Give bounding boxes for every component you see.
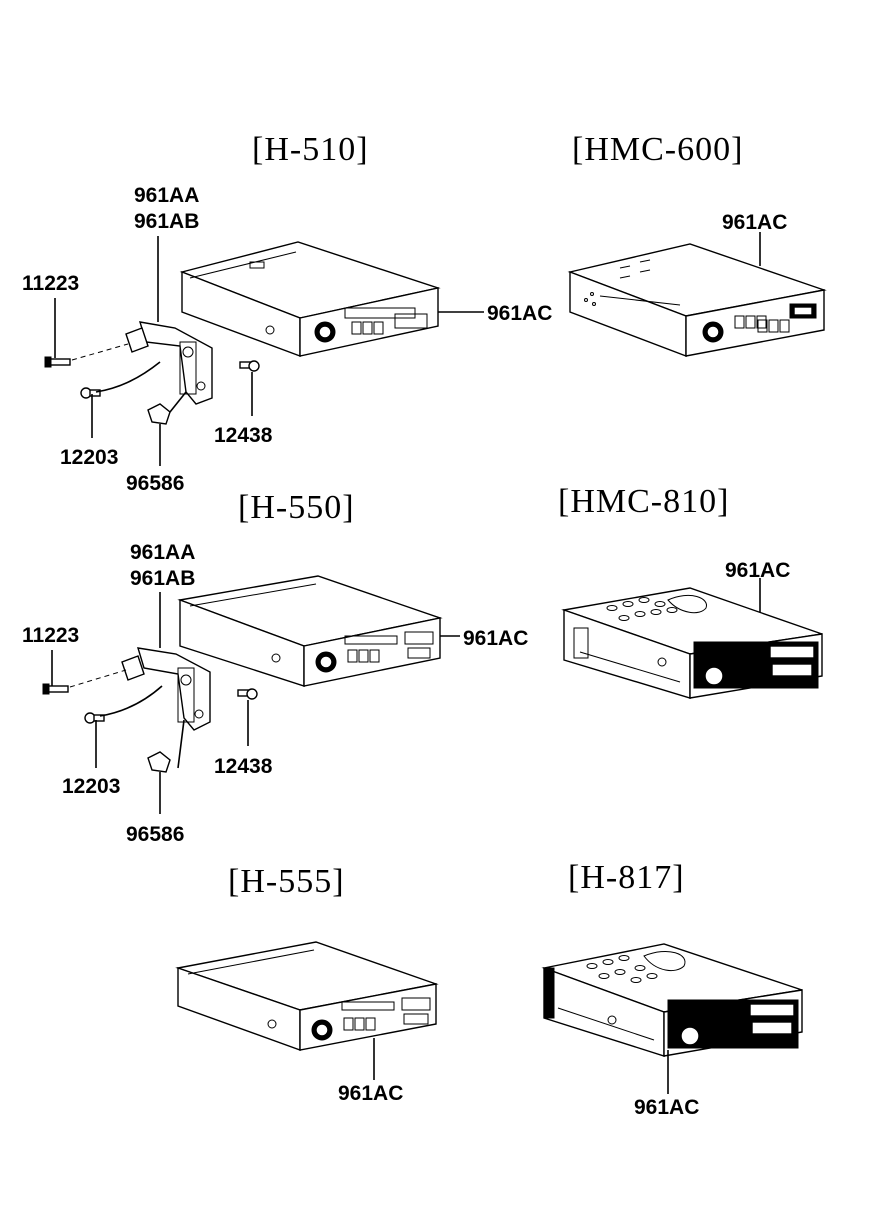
h550-label-96586: 96586 bbox=[126, 823, 184, 846]
h550-screw-11223 bbox=[42, 683, 69, 695]
h550-bracket bbox=[121, 647, 211, 731]
h510-label-961ab: 961AB bbox=[134, 210, 199, 233]
h550-label-11223: 11223 bbox=[22, 624, 79, 647]
h510-label-12203: 12203 bbox=[60, 446, 118, 469]
h817-radio-unit bbox=[541, 943, 803, 1057]
title-h510: [H-510] bbox=[252, 131, 369, 168]
h555-radio-unit bbox=[175, 941, 439, 1051]
hmc810-label-961ac: 961AC bbox=[725, 559, 790, 582]
h510-bracket bbox=[125, 321, 213, 405]
h555-label-961ac: 961AC bbox=[338, 1082, 403, 1105]
h550-label-961aa: 961AA bbox=[130, 541, 195, 564]
h550-label-12438: 12438 bbox=[214, 755, 273, 778]
h550-radio-unit bbox=[177, 575, 443, 687]
title-hmc600: [HMC-600] bbox=[572, 131, 743, 168]
title-h550: [H-550] bbox=[238, 489, 355, 526]
h550-screw-12438 bbox=[237, 688, 258, 700]
title-h817: [H-817] bbox=[568, 859, 685, 896]
h510-screw-12438 bbox=[239, 360, 260, 372]
title-hmc810: [HMC-810] bbox=[558, 483, 729, 520]
hmc600-label-961ac: 961AC bbox=[722, 211, 787, 234]
h510-screw-12203 bbox=[80, 387, 101, 399]
h510-label-96586: 96586 bbox=[126, 472, 184, 495]
h510-label-961aa: 961AA bbox=[134, 184, 199, 207]
h817-label-961ac: 961AC bbox=[634, 1096, 699, 1119]
h550-label-961ab: 961AB bbox=[130, 567, 195, 590]
hmc600-radio-unit bbox=[567, 243, 827, 358]
h550-label-12203: 12203 bbox=[62, 775, 120, 798]
h550-screw-12203 bbox=[84, 712, 105, 724]
h510-label-12438: 12438 bbox=[214, 424, 273, 447]
hmc810-radio-unit bbox=[561, 587, 823, 699]
h510-clip-96586 bbox=[147, 403, 171, 425]
h550-clip-96586 bbox=[147, 751, 171, 773]
h550-label-961ac: 961AC bbox=[463, 627, 528, 650]
h510-label-11223: 11223 bbox=[22, 272, 79, 295]
h510-label-961ac: 961AC bbox=[487, 302, 552, 325]
h510-screw-11223 bbox=[44, 356, 71, 368]
title-h555: [H-555] bbox=[228, 863, 345, 900]
h510-radio-unit bbox=[179, 241, 441, 358]
